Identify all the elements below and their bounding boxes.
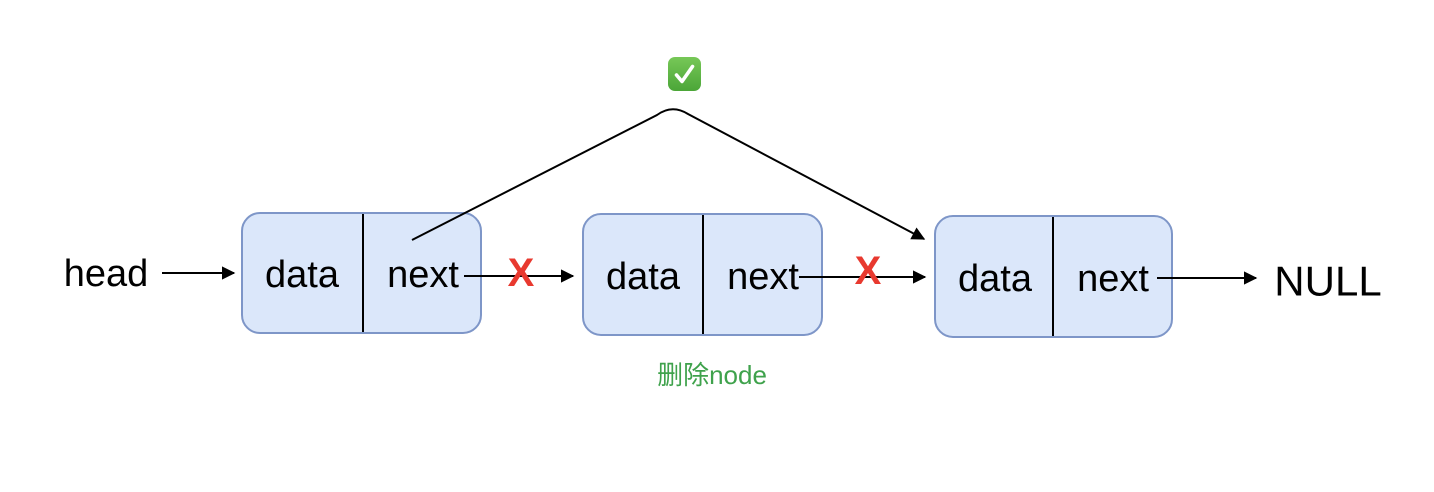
delete-note-label: 删除node xyxy=(657,360,767,390)
node-1-data-label: data xyxy=(265,254,340,296)
checkmark-icon xyxy=(668,57,701,91)
node-1-next-label: next xyxy=(387,254,459,296)
checkmark-icon-check xyxy=(674,64,695,84)
null-label: NULL xyxy=(1274,258,1381,305)
x-mark-2: X xyxy=(855,249,882,293)
node-2-next-label: next xyxy=(727,256,799,298)
node-2: data next xyxy=(582,213,823,336)
node-3-data-label: data xyxy=(958,258,1033,300)
node-2-data-label: data xyxy=(606,256,681,298)
head-label: head xyxy=(64,253,149,295)
x-mark-1: X xyxy=(508,251,535,295)
node-1: data next xyxy=(241,212,482,334)
node-3: data next xyxy=(934,215,1173,338)
node-1-box xyxy=(241,212,482,334)
node-3-next-label: next xyxy=(1077,258,1149,300)
bypass-arrow xyxy=(411,108,926,241)
checkmark-icon-bg xyxy=(668,57,701,91)
